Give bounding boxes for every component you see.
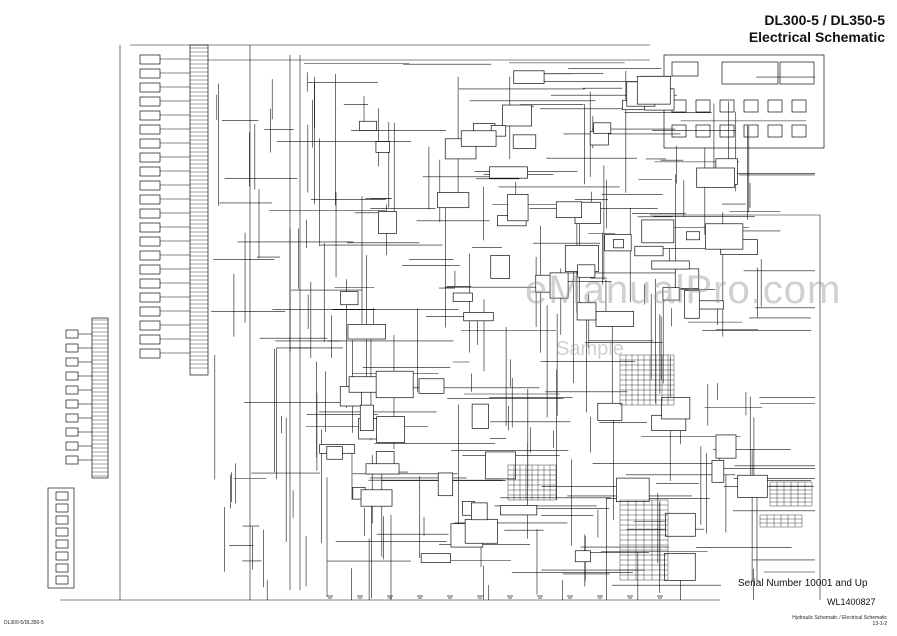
footer-page-number: 13-1-2 — [872, 621, 887, 627]
wiring-lines — [60, 44, 821, 601]
model-title: DL300-5 / DL350-5 — [764, 12, 885, 28]
serial-number-note: Serial Number 10001 and Up — [738, 578, 868, 589]
component-boxes — [47, 44, 825, 599]
watermark-text: eManualPro.com — [525, 268, 842, 312]
title-block: DL300-5 / DL350-5 Electrical Schematic — [749, 12, 885, 46]
footer-section-name: Hydraulic Schematic / Electrical Schemat… — [792, 615, 887, 621]
footer-right-text: Hydraulic Schematic / Electrical Schemat… — [792, 615, 887, 627]
schematic-title: Electrical Schematic — [748, 29, 885, 45]
footer-left-text: DL300-5/DL350-5 — [4, 620, 44, 626]
watermark-sample-text: Sample — [556, 338, 624, 360]
drawing-number: WL1400827 — [827, 597, 876, 607]
